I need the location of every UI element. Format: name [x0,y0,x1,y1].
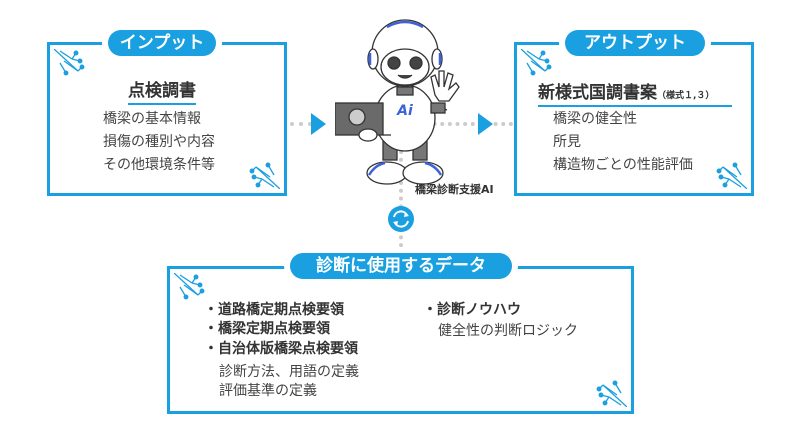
data-note: 診断方法、用語の定義 [219,364,359,380]
ai-label: 橋梁診断支援AI [415,183,494,196]
output-item: 所見 [553,134,581,150]
input-label: インプット [108,30,216,56]
data-item: ・診断ノウハウ [423,302,521,318]
sync-icon [388,206,414,232]
data-item: ・自治体版橋梁点検要領 [204,341,358,357]
connector-right [425,122,513,126]
data-label: 診断に使用するデータ [290,253,512,279]
circuit-icon [716,162,747,189]
data-note: 健全性の判断ロジック [438,323,578,339]
input-item: 橋梁の基本情報 [103,111,201,127]
robot-chest-logo: Ai [396,103,413,119]
input-item: 損傷の種別や内容 [103,134,215,150]
circuit-icon [521,49,552,76]
connector-left [290,122,312,126]
output-item: 構造物ごとの性能評価 [553,157,693,173]
output-box [514,42,754,196]
data-note: 評価基準の定義 [219,383,317,399]
robot-illustration: Ai [335,19,460,185]
circuit-icon [249,162,280,189]
data-item: ・橋梁定期点検要領 [204,321,330,337]
output-title-note: （様式１,３） [657,91,715,101]
output-title: 新様式国調書案（様式１,３） [538,78,732,107]
output-title-text: 新様式国調書案 [538,83,657,103]
output-label: アウトプット [565,30,705,56]
output-item: 橋梁の健全性 [553,111,637,127]
input-item: その他環境条件等 [103,157,215,173]
circuit-icon [174,273,205,300]
input-title: 点検調書 [128,76,196,105]
arrow-right-icon [478,113,493,135]
circuit-icon [54,49,85,76]
data-item: ・道路橋定期点検要領 [204,302,344,318]
data-box [167,266,634,414]
circuit-icon [596,380,627,407]
connector-vertical [399,150,403,255]
arrow-right-icon [311,113,326,135]
